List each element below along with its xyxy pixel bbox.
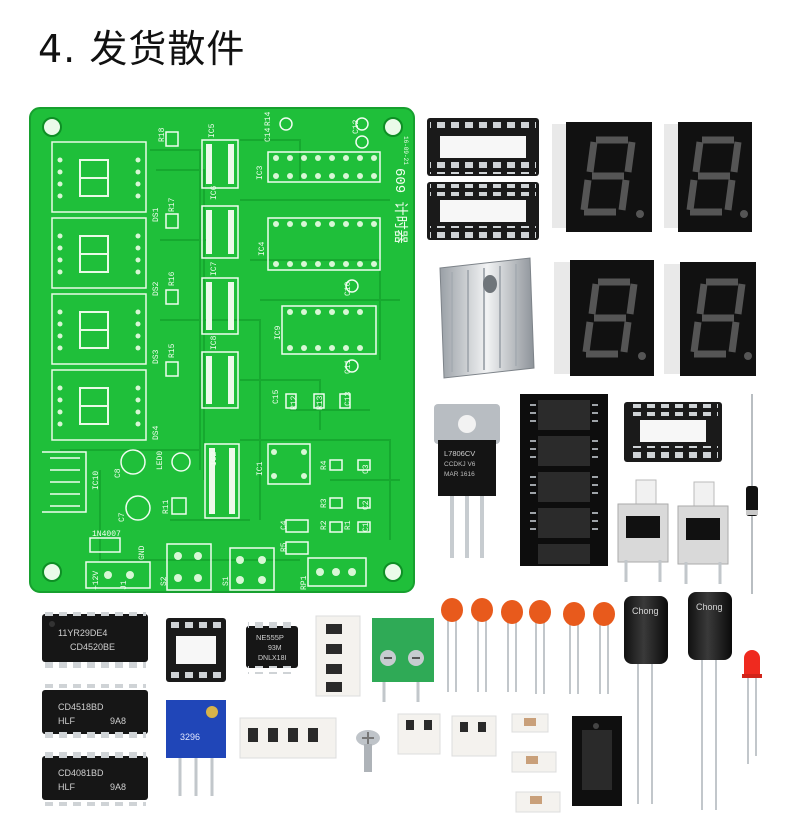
- svg-text:IC4: IC4: [258, 241, 267, 256]
- regulator-label-2: CCDKJ V6: [444, 461, 476, 468]
- cd4081-line2: HLF: [58, 782, 76, 792]
- svg-text:IC8: IC8: [210, 335, 219, 350]
- svg-text:C1: C1: [362, 522, 371, 532]
- pot-label: 3296: [180, 732, 200, 742]
- smd-carriers: [397, 713, 561, 813]
- seven-segment-display-2: [664, 122, 752, 232]
- trimmer-potentiometer: 3296: [166, 700, 226, 796]
- svg-text:DS1: DS1: [152, 207, 161, 222]
- cd4081-line3: 9A8: [110, 782, 126, 792]
- ceramic-capacitors: [441, 598, 615, 694]
- svg-text:C3: C3: [362, 464, 371, 474]
- ic-socket-8pin-bottom: [166, 618, 226, 682]
- svg-text:+12V: +12V: [92, 571, 101, 590]
- seven-segment-display-1: [552, 122, 652, 232]
- capacitor-brand-1: Chong: [632, 606, 659, 616]
- svg-text:DS4: DS4: [152, 425, 161, 440]
- svg-text:R11: R11: [162, 499, 171, 514]
- smd-ic-tape: [520, 394, 608, 566]
- chip-cd4518: CD4518BD HLF 9A8: [42, 684, 148, 740]
- svg-text:C12: C12: [352, 119, 361, 134]
- svg-text:R2: R2: [320, 520, 329, 530]
- ic-socket-16pin-b: [427, 182, 539, 240]
- ic-socket-16pin-a: [427, 118, 539, 176]
- ic-socket-8pin-right: [624, 402, 722, 462]
- svg-text:S1: S1: [222, 576, 231, 586]
- svg-text:RP1: RP1: [300, 575, 309, 590]
- svg-text:C4: C4: [280, 520, 289, 530]
- svg-text:IC3: IC3: [256, 165, 265, 180]
- svg-text:R18: R18: [158, 127, 167, 142]
- svg-text:C11: C11: [344, 359, 353, 374]
- voltage-regulator: L7806CV CCDKJ V6 MAR 1616: [434, 404, 500, 558]
- svg-text:LED0: LED0: [156, 451, 165, 470]
- svg-text:J1: J1: [120, 580, 129, 590]
- svg-text:C15: C15: [272, 389, 281, 404]
- chip-cd4081: CD4081BD HLF 9A8: [42, 750, 148, 806]
- svg-text:R5: R5: [280, 542, 289, 552]
- svg-text:S2: S2: [160, 576, 169, 586]
- page-title: 4. 发货散件: [38, 27, 246, 71]
- chip-ne555: NE555P 93M DNLX18I: [246, 620, 298, 674]
- heatsink: [439, 257, 535, 379]
- svg-text:R16: R16: [168, 271, 177, 286]
- board-date: 16-09-21: [402, 136, 409, 165]
- cd4518-line1: CD4518BD: [58, 702, 104, 712]
- svg-text:C10: C10: [344, 281, 353, 296]
- svg-text:IC6: IC6: [210, 185, 219, 200]
- svg-text:R4: R4: [320, 460, 329, 470]
- smd-resistor-strip-vertical: [315, 615, 361, 697]
- svg-text:R14: R14: [264, 111, 273, 126]
- pcb-board: R18 IC5 IC6 IC7 IC8 IC2 IC3 IC4 IC9 IC1 …: [29, 107, 415, 593]
- cd4520-line1: 11YR29DE4: [58, 628, 107, 638]
- svg-text:DS2: DS2: [152, 281, 161, 296]
- cd4518-line2: HLF: [58, 716, 76, 726]
- svg-text:R12: R12: [290, 395, 299, 410]
- svg-text:R1: R1: [344, 520, 353, 530]
- cd4520-line2: CD4520BE: [70, 642, 115, 652]
- svg-text:IC1: IC1: [256, 461, 265, 476]
- svg-text:C14: C14: [264, 127, 273, 142]
- ne555-line2: 93M: [268, 645, 282, 652]
- svg-text:IC2: IC2: [210, 451, 219, 466]
- smd-resistor-strip-horizontal: [239, 717, 337, 759]
- electrolytic-capacitors: Chong Chong: [624, 592, 732, 810]
- ne555-line1: NE555P: [256, 633, 284, 642]
- svg-text:IC5: IC5: [208, 123, 217, 138]
- svg-text:R15: R15: [168, 343, 177, 358]
- ne555-line3: DNLX18I: [258, 655, 286, 662]
- capacitor-brand-2: Chong: [696, 602, 723, 612]
- svg-text:C2: C2: [362, 500, 371, 510]
- svg-text:IC9: IC9: [274, 325, 283, 340]
- svg-text:R17: R17: [168, 197, 177, 212]
- regulator-label-1: L7806CV: [444, 449, 475, 458]
- red-led: [742, 650, 762, 764]
- smd-chip: [572, 716, 622, 806]
- svg-text:R3: R3: [320, 498, 329, 508]
- svg-text:C7: C7: [118, 512, 127, 522]
- svg-text:GND: GND: [138, 545, 147, 560]
- svg-text:C13: C13: [344, 391, 353, 406]
- screw: [356, 730, 380, 772]
- push-switch-1: [617, 479, 669, 582]
- svg-text:1N4007: 1N4007: [92, 530, 121, 539]
- svg-text:IC7: IC7: [210, 261, 219, 276]
- svg-text:C8: C8: [114, 468, 123, 478]
- cd4518-line3: 9A8: [110, 716, 126, 726]
- seven-segment-display-4: [664, 262, 756, 376]
- diode: [746, 394, 758, 594]
- cd4081-line1: CD4081BD: [58, 768, 104, 778]
- seven-segment-display-3: [554, 260, 654, 376]
- terminal-block: [372, 618, 434, 702]
- push-switch-2: [677, 481, 729, 584]
- chip-cd4520: 11YR29DE4 CD4520BE: [42, 608, 148, 668]
- board-label: 609 计时器: [391, 168, 408, 244]
- svg-text:R13: R13: [316, 395, 325, 410]
- svg-text:DS3: DS3: [152, 349, 161, 364]
- regulator-label-3: MAR 1616: [444, 471, 475, 478]
- svg-text:IC10: IC10: [92, 471, 101, 490]
